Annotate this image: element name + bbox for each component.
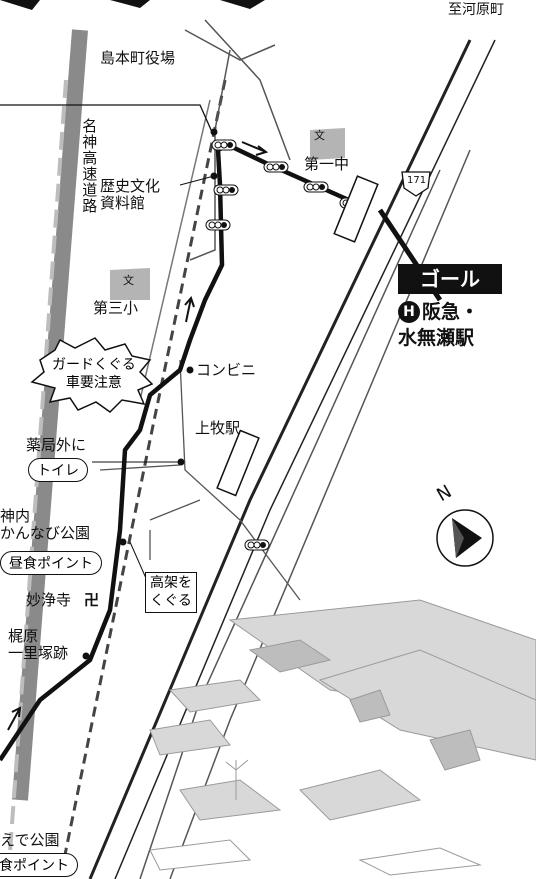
school-1-icon: 文 (314, 129, 325, 142)
park-marker (119, 538, 127, 546)
school-1-label: 第一中 (304, 155, 350, 173)
title-fragment (0, 0, 265, 10)
traffic-signal (213, 184, 239, 196)
jr-line-edge (139, 99, 211, 401)
compass-icon (436, 509, 494, 567)
warning-burst (30, 337, 154, 413)
direction-arrow (184, 296, 195, 323)
museum-marker (210, 172, 218, 180)
convenience-marker (186, 366, 194, 374)
under-viaduct-label: 高架を くぐる (145, 572, 197, 613)
route-171-shield (401, 171, 431, 197)
hankyu-railway-edge (114, 39, 496, 879)
shimamoto-office-label: 島本町役場 (100, 49, 176, 67)
expressway-road (12, 29, 88, 801)
traffic-signal (211, 139, 237, 151)
title-strip (0, 0, 280, 12)
direction-arrow (7, 706, 22, 731)
lunch-point-2-badge: 食ポイント (0, 853, 78, 877)
direction-arrow (241, 141, 269, 156)
school-1-block (310, 128, 345, 160)
traffic-signal (205, 219, 231, 231)
to-kawaramachi-label: 至河原町 (448, 2, 504, 18)
ichirizuka-marker (82, 652, 90, 660)
school-3-label: 第三小 (93, 299, 139, 317)
traffic-signal (244, 539, 270, 551)
kamimaki-station-building (216, 429, 260, 497)
history-museum-label: 歴史文化 資料館 (100, 177, 161, 213)
local-roads-south (99, 359, 301, 601)
goal-badge: ゴール (398, 264, 502, 294)
myojoji-label: 妙浄寺 (26, 591, 72, 609)
hankyu-railway (88, 39, 472, 879)
kajiwara-ichirizuka-label: 梶原 一里塚跡 (8, 627, 69, 663)
kannabi-park-label: 神内 かんなび公園 (0, 507, 91, 543)
leader-line (0, 104, 213, 133)
traffic-signal (263, 161, 289, 173)
kaede-park-label: えで公園 (0, 831, 60, 849)
guard-warning-text: ガードくぐる 車要注意 (52, 357, 136, 392)
convenience-label: コンビニ (196, 361, 257, 379)
guard-warning-label: ガードくぐる 車要注意 (52, 356, 136, 392)
hankyu-logo-icon: H (398, 301, 420, 323)
expressway-label: 名神高速道路 (80, 118, 99, 214)
minase-station-building (333, 175, 379, 243)
route-171-number: 171 (407, 175, 427, 186)
toilet-badge: トイレ (28, 458, 88, 482)
townscape-illustration (149, 599, 536, 876)
station-line2: 水無瀬駅 (398, 326, 475, 349)
school-3-block (110, 268, 150, 300)
kamimaki-station-label: 上牧駅 (195, 419, 241, 437)
pharmacy-label: 薬局外に (26, 436, 87, 454)
lunch-point-badge: 昼食ポイント (0, 551, 102, 575)
office-marker (210, 128, 218, 136)
route-171-road-edge (169, 149, 471, 879)
traffic-signal (303, 181, 329, 193)
pharmacy-marker (177, 458, 185, 466)
temple-icon: 卍 (84, 591, 100, 609)
station-line1: 阪急・ (422, 301, 480, 323)
school-3-icon: 文 (123, 274, 134, 287)
